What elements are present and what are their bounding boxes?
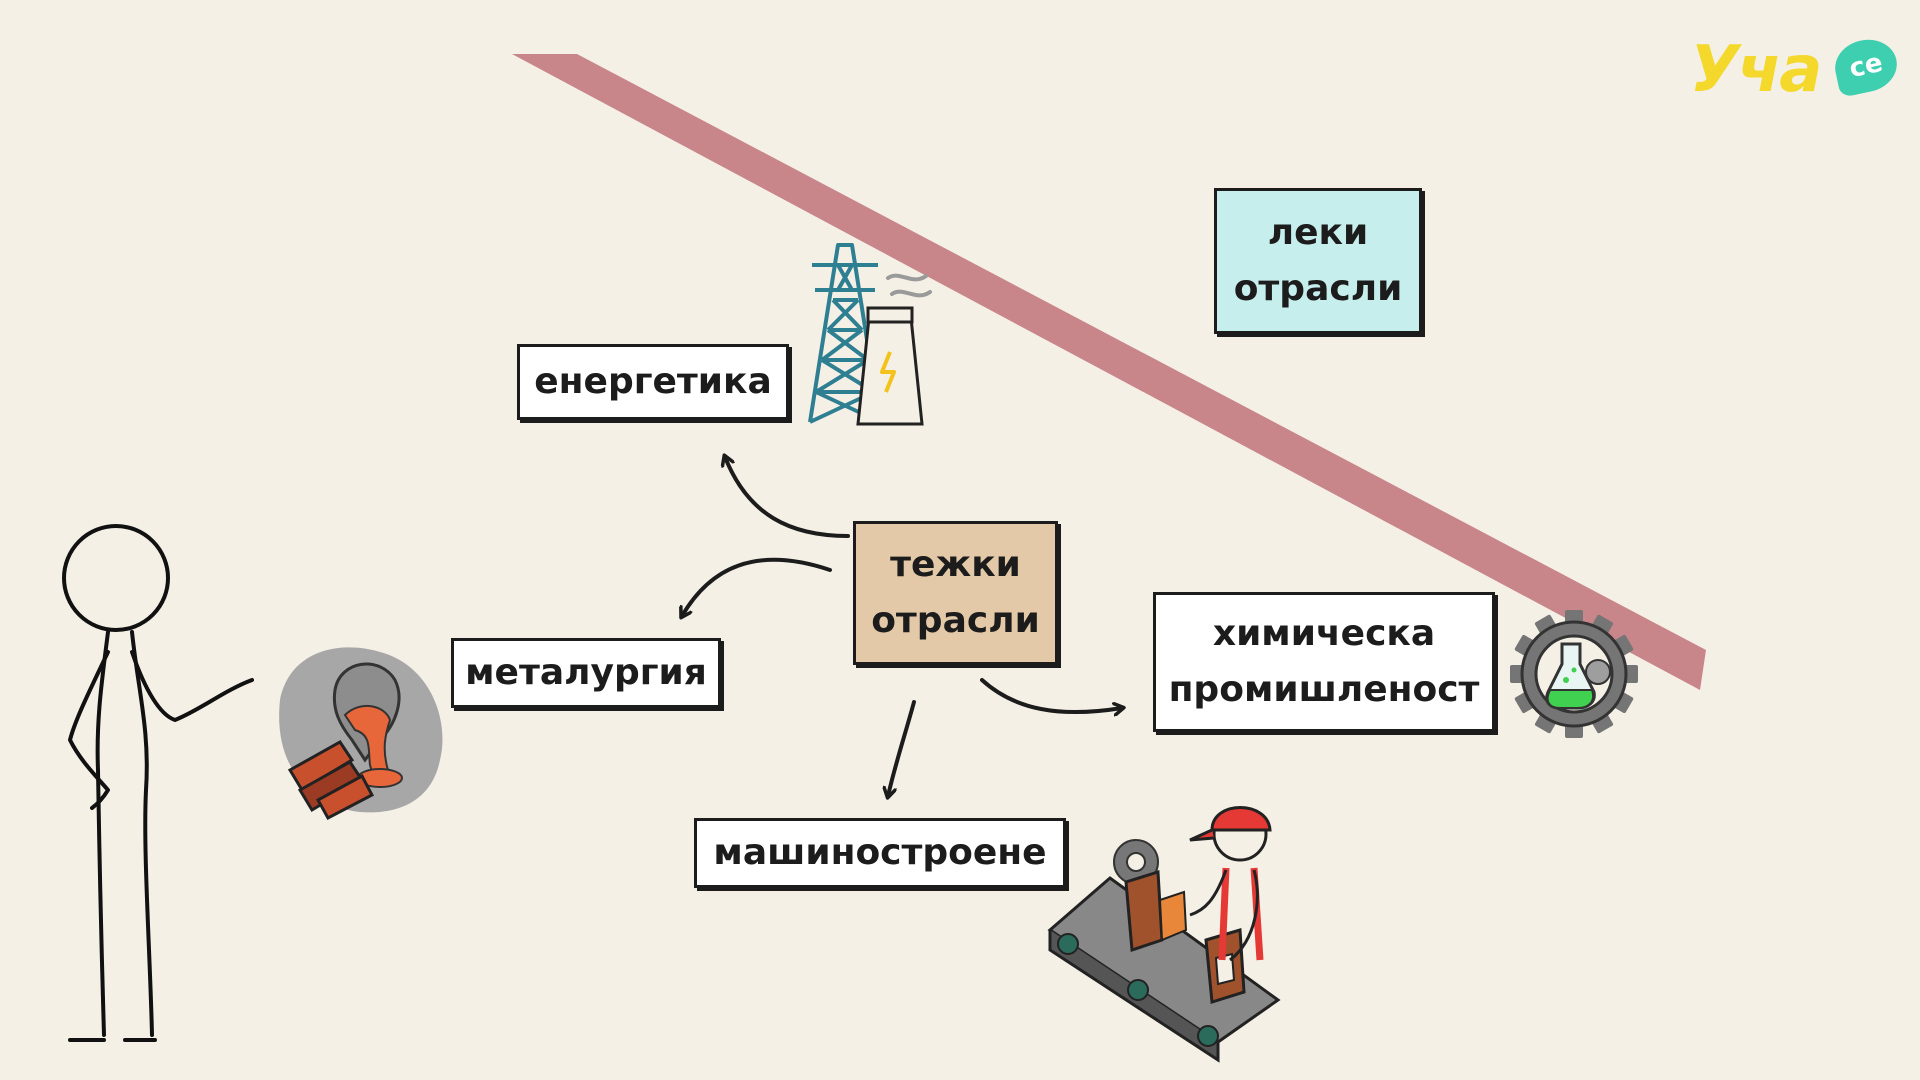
label-heavy-line1: тежки (890, 544, 1021, 586)
divider-band (512, 54, 1706, 690)
label-light-industries: леки отрасли (1214, 188, 1422, 334)
label-mashinostroene-text: машиностроене (713, 832, 1047, 874)
stick-figure-icon (62, 524, 254, 1042)
label-metalurgia-text: металургия (465, 652, 707, 694)
label-heavy-line2: отрасли (871, 600, 1040, 641)
power-plant-icon (808, 243, 932, 426)
label-chemical-line2: промишленост (1168, 669, 1480, 710)
label-mashinostroene: машиностроене (694, 818, 1066, 888)
label-chemical-line1: химическа (1212, 613, 1436, 655)
label-metalurgia: металургия (451, 638, 721, 708)
chemistry-gear-icon (1510, 610, 1638, 738)
arrow-to-himicheska (980, 678, 1122, 712)
arrow-to-metalurgia (682, 557, 832, 616)
label-chemical-industry: химическа промишленост (1153, 592, 1495, 732)
arrow-to-energetika (725, 457, 850, 538)
metallurgy-icon (279, 647, 443, 821)
label-energetika-text: енергетика (534, 361, 772, 403)
brand-logo[interactable]: Уча се (1690, 30, 1902, 110)
factory-worker-icon (1047, 806, 1281, 1063)
label-energetika: енергетика (517, 344, 789, 420)
label-light-line2: отрасли (1233, 268, 1403, 309)
label-light-line1: леки (1267, 212, 1369, 254)
brand-logo-text: Уча (1690, 33, 1822, 107)
label-heavy-industries: тежки отрасли (853, 521, 1058, 665)
brand-logo-badge: се (1830, 34, 1902, 98)
arrow-to-mashinostroene (888, 700, 916, 796)
